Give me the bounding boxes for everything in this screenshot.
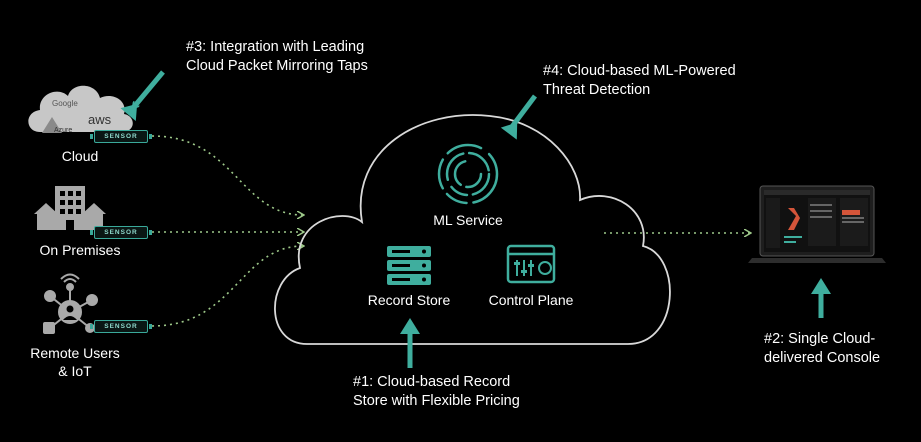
callout-4-line1: #4: Cloud-based ML-Powered — [543, 63, 736, 79]
arrow-callout-4 — [509, 94, 537, 130]
sensor-badge-premises: SENSOR — [90, 226, 152, 239]
callout-1-line2: Store with Flexible Pricing — [353, 393, 520, 409]
remote-users-line2: & IoT — [58, 363, 92, 379]
cloud-label: Cloud — [61, 148, 99, 164]
record-store-icon — [387, 246, 431, 285]
callout-4: #4: Cloud-based ML-Powered Threat Detect… — [543, 62, 736, 100]
callout-3: #3: Integration with Leading Cloud Packe… — [186, 38, 368, 76]
cloud-provider-icon — [28, 85, 133, 133]
sensor-badge-cloud: SENSOR — [90, 130, 152, 143]
on-premises-label: On Premises — [39, 242, 121, 258]
user-body — [63, 316, 77, 320]
arrowhead-callout-2 — [811, 278, 831, 294]
arrowhead-callout-3 — [120, 103, 138, 122]
sensor-badge-remote: SENSOR — [90, 320, 152, 333]
user-head — [66, 305, 74, 313]
flow-cloud — [151, 135, 303, 215]
azure-text: Azure — [54, 127, 72, 134]
ml-service-label: ML Service — [433, 212, 503, 228]
callout-2: #2: Single Cloud- delivered Console — [764, 330, 880, 368]
ml-service-icon — [437, 143, 499, 205]
callout-4-line2: Threat Detection — [543, 82, 651, 98]
remote-users-line1: Remote Users — [30, 345, 120, 361]
arrowhead-callout-1 — [400, 318, 420, 334]
control-plane-label: Control Plane — [488, 292, 574, 308]
remote-users-label: Remote Users & IoT — [20, 344, 130, 380]
control-plane-sliders — [514, 262, 534, 273]
arrowhead-callout-4 — [500, 122, 518, 140]
callout-1-line1: #1: Cloud-based Record — [353, 374, 511, 390]
record-store-label: Record Store — [367, 292, 451, 308]
cloud-outline — [274, 114, 671, 345]
callout-2-line2: delivered Console — [764, 350, 881, 366]
callout-3-line1: #3: Integration with Leading — [186, 39, 365, 55]
building-icon — [34, 186, 106, 230]
aws-text: aws — [88, 112, 112, 127]
laptop-console-icon — [748, 185, 886, 263]
callout-1: #1: Cloud-based Record Store with Flexib… — [353, 373, 520, 411]
callout-3-line2: Cloud Packet Mirroring Taps — [186, 58, 368, 74]
arrow-callout-3 — [131, 70, 165, 108]
control-plane-icon — [506, 244, 556, 284]
google-text: Google — [52, 99, 78, 108]
callout-2-line1: #2: Single Cloud- — [764, 331, 876, 347]
